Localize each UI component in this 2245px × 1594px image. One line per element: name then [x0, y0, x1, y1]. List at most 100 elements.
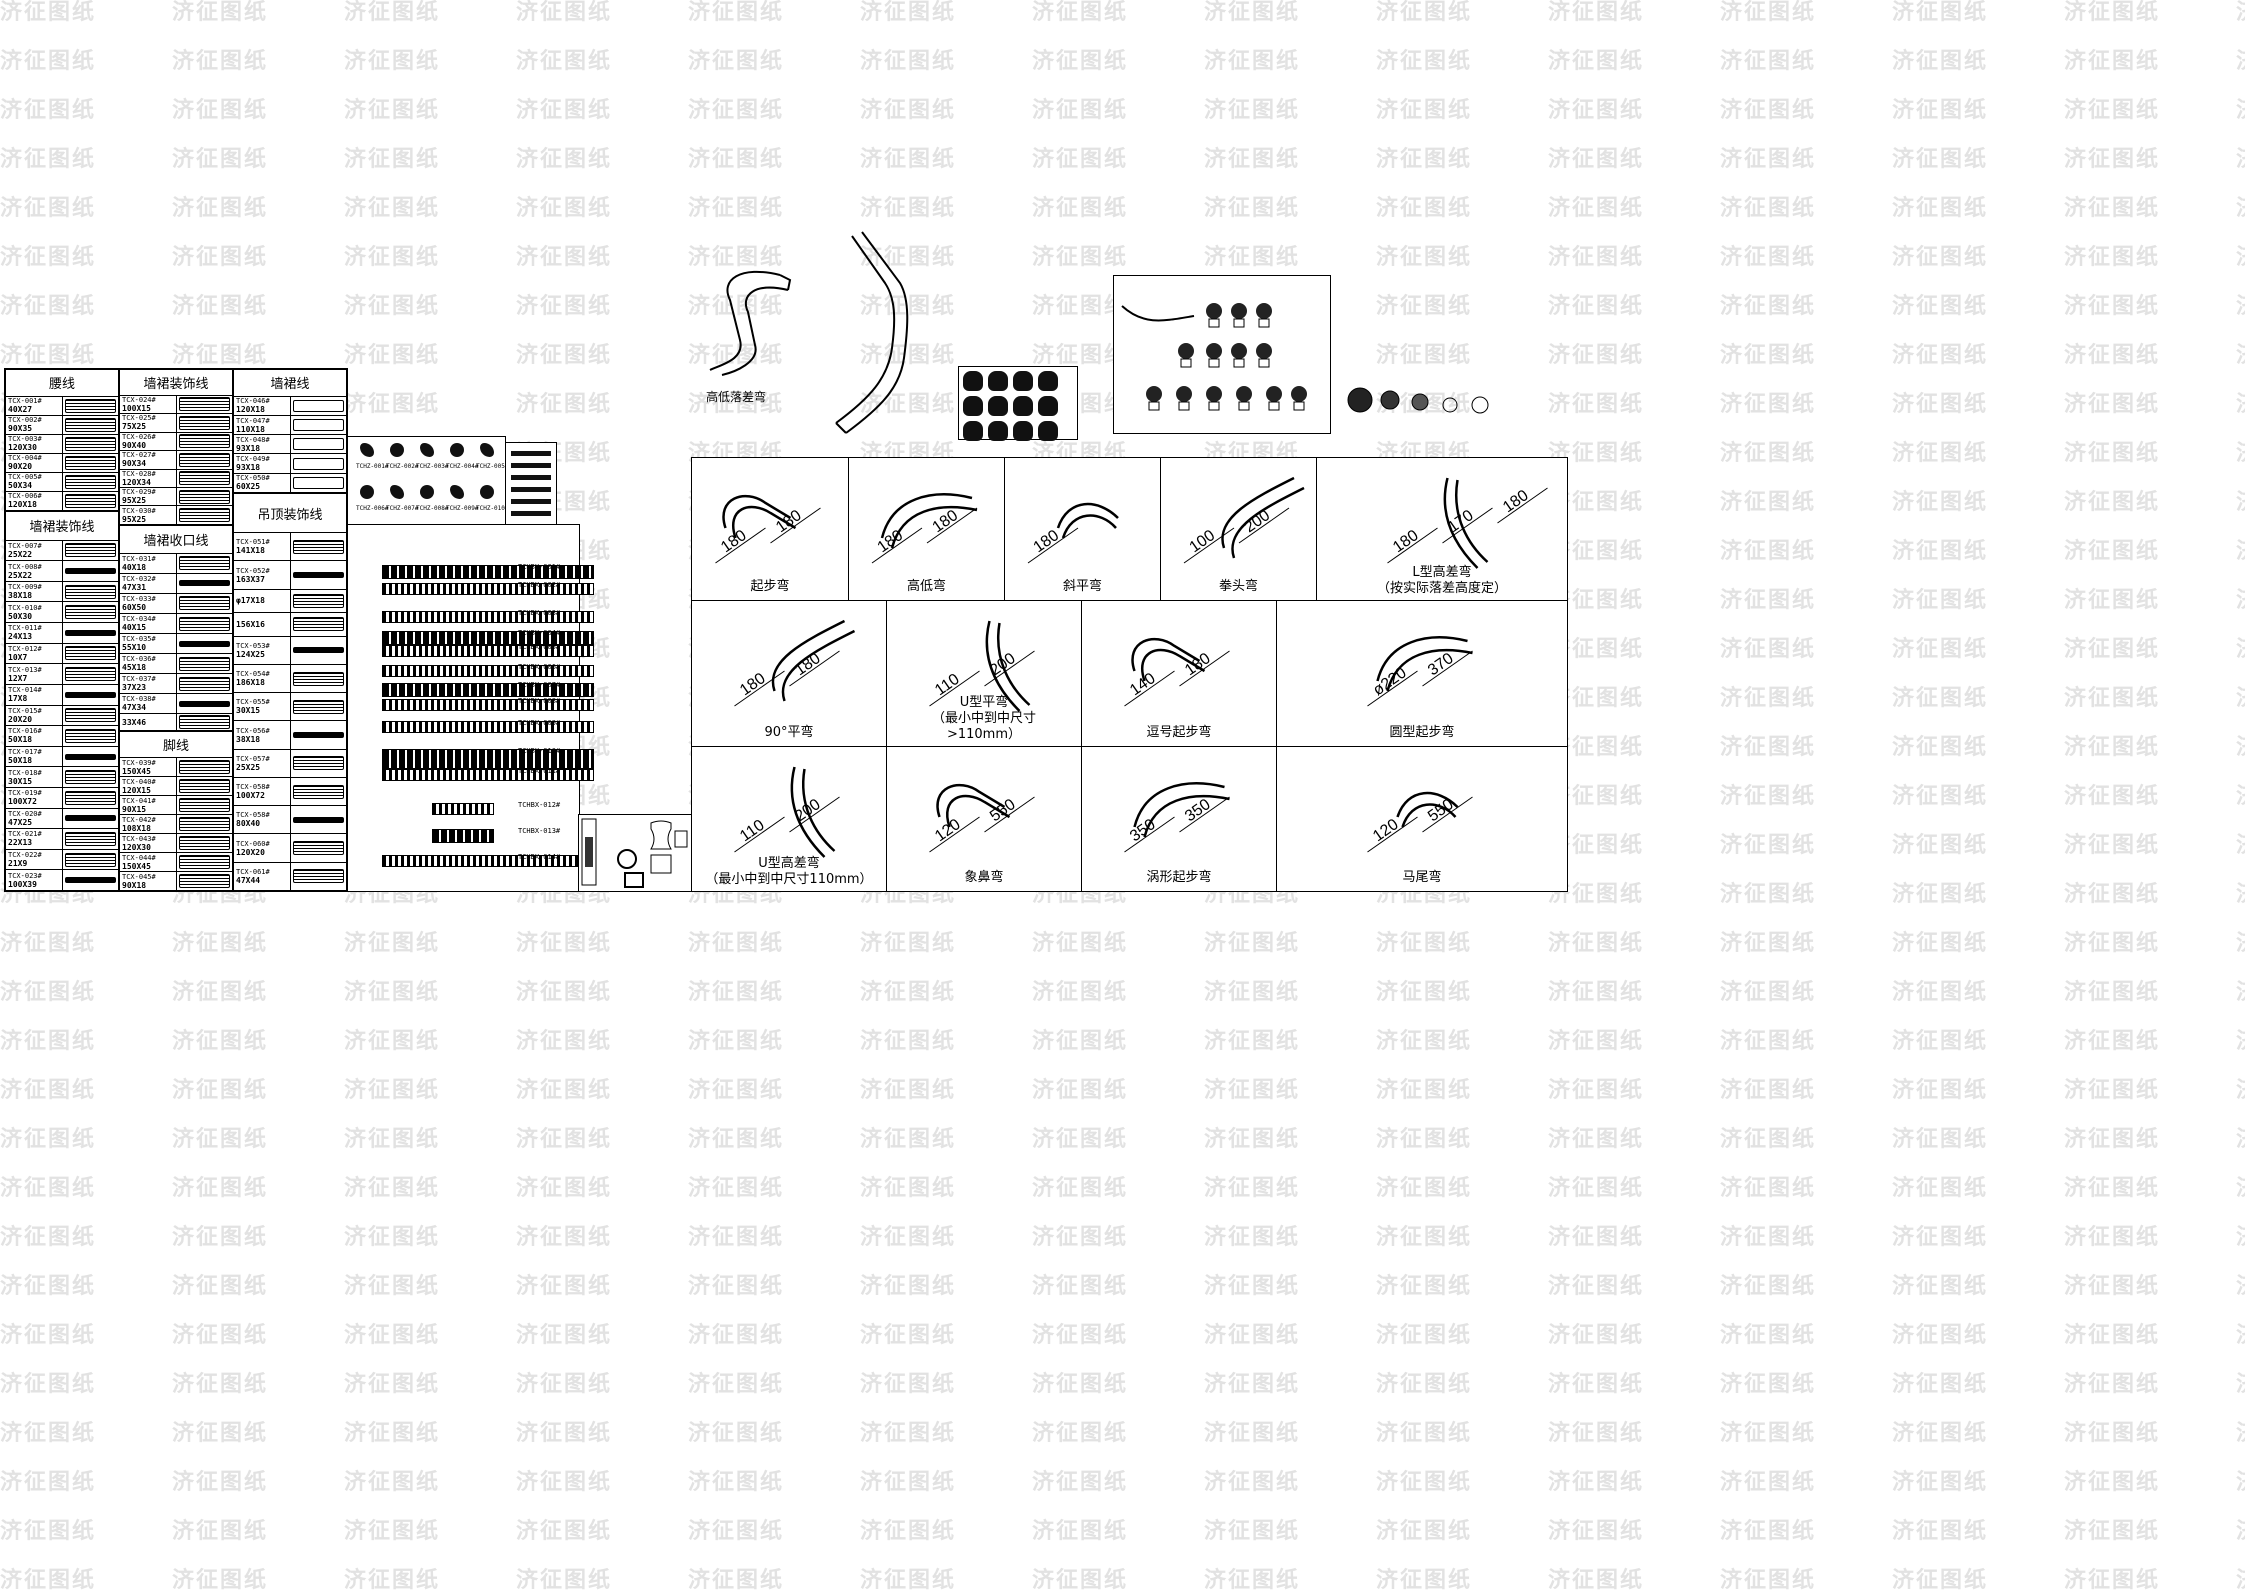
- profile-cell: [289, 414, 347, 436]
- item-code: TCX-056#: [236, 726, 270, 735]
- table-row: TCX-035#55X10: [119, 633, 233, 655]
- table-row: TCX-023#100X39: [5, 869, 119, 891]
- watermark-text: 济征图纸: [1892, 833, 1989, 858]
- watermark-text: 济征图纸: [688, 147, 785, 172]
- watermark-text: 济征图纸: [344, 98, 441, 123]
- watermark-text: 济征图纸: [1720, 1225, 1817, 1250]
- finial-shape: [1231, 343, 1247, 359]
- item-code: TCX-041#: [122, 796, 156, 805]
- watermark-text: 济征图纸: [860, 931, 957, 956]
- watermark-text: 济征图纸: [1548, 147, 1645, 172]
- watermark-text: 济征图纸: [1892, 1568, 1989, 1593]
- code-cell: TCX-036#45X18: [119, 653, 177, 675]
- watermark-text: 济征图纸: [1376, 245, 1473, 270]
- table-row: TCX-056#38X18: [233, 720, 347, 750]
- watermark-text: 济征图纸: [1892, 490, 1989, 515]
- frieze-strip: [382, 631, 594, 645]
- watermark-text: 济征图纸: [2236, 190, 2245, 222]
- code-cell: TCX-035#55X10: [119, 633, 177, 655]
- watermark-text: 济征图纸: [344, 1176, 441, 1201]
- watermark-text: 济征图纸: [1892, 539, 1989, 564]
- watermark-text: 济征图纸: [0, 0, 97, 25]
- watermark-text: 济征图纸: [516, 245, 613, 270]
- watermark-text: 济征图纸: [2064, 1078, 2161, 1103]
- watermark-text: 济征图纸: [2236, 386, 2245, 418]
- watermark-text: 济征图纸: [1892, 1127, 1989, 1152]
- profile-drawing: [64, 417, 116, 432]
- item-size: 30X15: [8, 776, 33, 786]
- profile-drawing: [178, 489, 230, 504]
- item-size: φ17X18: [236, 596, 265, 606]
- watermark-text: 济征图纸: [172, 98, 269, 123]
- strip-code: TCHBX-011#: [518, 767, 561, 775]
- profile-drawing: [292, 647, 344, 654]
- strip-code: TCHBX-007#: [518, 681, 561, 689]
- code-cell: TCX-044#150X45: [119, 852, 177, 873]
- watermark-text: 济征图纸: [860, 1323, 957, 1348]
- watermark-text: 济征图纸: [172, 980, 269, 1005]
- watermark-text: 济征图纸: [2064, 147, 2161, 172]
- table-row: TCX-008#25X22: [5, 560, 119, 582]
- watermark-text: 济征图纸: [2064, 49, 2161, 74]
- watermark-text: 济征图纸: [2064, 1519, 2161, 1544]
- frieze-strip: [382, 749, 594, 769]
- watermark-text: 济征图纸: [344, 147, 441, 172]
- watermark-text: 济征图纸: [172, 1568, 269, 1593]
- watermark-text: 济征图纸: [1892, 686, 1989, 711]
- item-code: TCX-030#: [122, 506, 156, 515]
- frieze-strip: [382, 665, 594, 677]
- finials-drawing: [1121, 303, 1307, 411]
- watermark-text: 济征图纸: [688, 1078, 785, 1103]
- watermark-text: 济征图纸: [860, 1372, 957, 1397]
- watermark-text: 济征图纸: [1376, 196, 1473, 221]
- watermark-text: 济征图纸: [1204, 1225, 1301, 1250]
- table-row: TCX-025#75X25: [119, 413, 233, 433]
- watermark-text: 济征图纸: [1548, 1127, 1645, 1152]
- profile-cell: [175, 633, 233, 655]
- watermark-text: 济征图纸: [1376, 1372, 1473, 1397]
- item-code: TCX-004#: [8, 454, 42, 463]
- watermark-text: 济征图纸: [860, 980, 957, 1005]
- fitting-name: 圆型起步弯: [1389, 725, 1455, 740]
- ornament-sheet: TCHZ-001#TCHZ-002#TCHZ-003#TCHZ-004#TCHZ…: [347, 436, 509, 526]
- table-row: TCX-049#93X18: [233, 453, 347, 474]
- table-row: TCX-031#40X18: [119, 552, 233, 574]
- profile-cell: [175, 693, 233, 715]
- watermark-text: 济征图纸: [1376, 147, 1473, 172]
- table-row: TCX-040#120X15: [119, 776, 233, 797]
- capital-thumbnails-sheet: [958, 366, 1078, 441]
- table-row: TCX-053#124X25: [233, 635, 347, 665]
- profile-cell: [61, 807, 119, 830]
- finial-shape: [1236, 386, 1252, 402]
- profile-drawing: [64, 708, 116, 723]
- item-size: 38X18: [236, 734, 261, 744]
- watermark-text: 济征图纸: [2064, 294, 2161, 319]
- high-low-drop-bend-label: 高低落差弯: [706, 390, 767, 404]
- watermark-text: 济征图纸: [688, 980, 785, 1005]
- table-row: TCX-007#25X22: [5, 539, 119, 562]
- watermark-text: 济征图纸: [172, 1372, 269, 1397]
- code-cell: TCX-050#60X25: [233, 472, 291, 494]
- watermark-text: 济征图纸: [860, 1470, 957, 1495]
- item-code: TCX-027#: [122, 451, 156, 460]
- watermark-text: 济征图纸: [1548, 1078, 1645, 1103]
- code-cell: TCX-001#40X27: [5, 395, 63, 416]
- watermark-text: 济征图纸: [344, 1470, 441, 1495]
- item-code: TCX-058#: [236, 811, 270, 820]
- watermark-text: 济征图纸: [344, 1029, 441, 1054]
- table-row: TCX-002#90X35: [5, 414, 119, 435]
- profile-drawing: [178, 656, 230, 671]
- profile-cell: [289, 560, 347, 590]
- watermark-text: 济征图纸: [1720, 1078, 1817, 1103]
- watermark-text: 济征图纸: [1720, 441, 1817, 466]
- watermark-text: 济征图纸: [1204, 1323, 1301, 1348]
- profile-drawing: [178, 798, 230, 813]
- profile-drawing: [292, 457, 344, 470]
- watermark-text: 济征图纸: [688, 1176, 785, 1201]
- profile-drawing: [178, 397, 230, 412]
- watermark-text: 济征图纸: [1204, 1176, 1301, 1201]
- ornament-code: TCHZ-004#: [446, 463, 479, 470]
